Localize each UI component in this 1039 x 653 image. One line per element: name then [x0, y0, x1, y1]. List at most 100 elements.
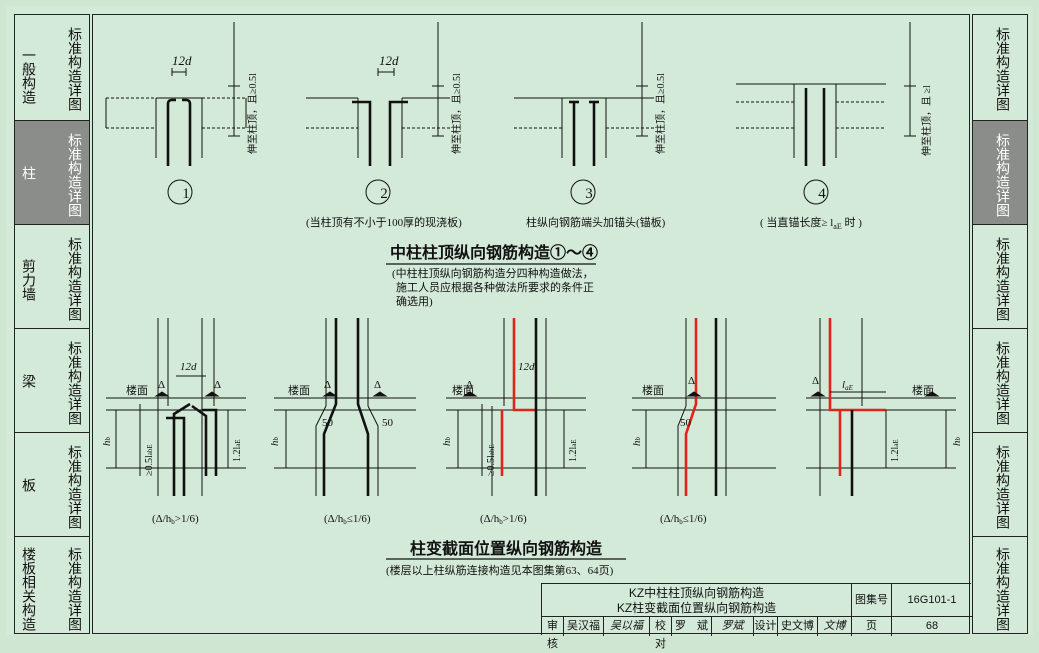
section-note-line: (中柱柱顶纵向钢筋构造分四种构造做法，	[392, 266, 594, 280]
check-label: 校对	[650, 617, 672, 650]
design-label: 设计	[754, 617, 778, 636]
delta-label: Δ	[158, 379, 165, 391]
ratio-caption: (Δ/hb≤1/6)	[660, 513, 707, 526]
delta-label: Δ	[812, 375, 819, 387]
dim-50: 50	[680, 417, 692, 429]
sidebar-tab-sub: 标准构造详图	[66, 547, 81, 631]
bottom-detail-d	[632, 318, 776, 496]
page-label: 页	[852, 617, 892, 636]
hb-label: hb	[101, 437, 113, 447]
dim-1-2-lae: 1.2laE	[568, 439, 579, 462]
right-tab-1[interactable]: 标准构造详图	[973, 15, 1027, 121]
top-detail-2	[306, 22, 450, 166]
delta-label: Δ	[466, 379, 473, 391]
drawing-frame	[92, 14, 970, 634]
reviewer-name: 吴汉福	[564, 617, 604, 636]
ratio-caption: (Δ/hb≤1/6)	[324, 513, 371, 526]
sidebar-tab-sub: 标准构造详图	[994, 133, 1009, 217]
sidebar-tab-sub: 标准构造详图	[994, 445, 1009, 529]
floor-label: 楼面	[126, 383, 148, 397]
hb-label: hb	[951, 437, 963, 447]
sidebar-tab-sub: 标准构造详图	[66, 445, 81, 529]
detail-number-1	[167, 179, 193, 205]
section-note-bottom: (楼层以上柱纵筋连接构造见本图集第63、64页)	[386, 563, 614, 577]
designer-name: 史文博	[778, 617, 818, 636]
sidebar-tab-sub: 标准构造详图	[994, 341, 1009, 425]
drawing-title: KZ中柱柱顶纵向钢筋构造 KZ柱变截面位置纵向钢筋构造	[542, 584, 852, 617]
ratio-caption: (Δ/hb>1/6)	[480, 513, 527, 526]
sidebar-tab-category: 梁	[20, 374, 35, 388]
right-tab-3[interactable]: 标准构造详图	[973, 225, 1027, 329]
sidebar-tab-slab[interactable]: 板 标准构造详图	[15, 433, 89, 537]
section-title-bottom: 柱变截面位置纵向钢筋构造	[410, 539, 603, 558]
sidebar-tab-sub: 标准构造详图	[994, 547, 1009, 631]
reinforcement-drawing: 12d 12d 1 2 3 4 (当柱顶有不小于100厚的现浇板) 柱纵向钢筋端…	[101, 22, 963, 577]
section-note-line: 施工人员应根据各种做法所要求的条件正	[396, 280, 594, 294]
sidebar-tab-sub: 标准构造详图	[66, 27, 81, 111]
sidebar-tab-column[interactable]: 柱 标准构造详图	[15, 121, 89, 225]
dim-50: 50	[382, 417, 394, 429]
hb-label: hb	[269, 437, 281, 447]
sidebar-tab-general[interactable]: 一般构造 标准构造详图	[15, 15, 89, 121]
sidebar-tab-category: 一般构造	[20, 48, 35, 104]
section-note-line: 确选用)	[396, 295, 433, 308]
dim-half-labe: ≥0.5labE	[486, 444, 497, 476]
checker-signature: 罗斌	[712, 617, 754, 636]
reviewer-signature: 吴以福	[604, 617, 650, 636]
right-tab-6[interactable]: 标准构造详图	[973, 537, 1027, 634]
dim-12d: 12d	[172, 53, 192, 68]
right-tab-2[interactable]: 标准构造详图	[973, 121, 1027, 225]
sidebar-tab-sub: 标准构造详图	[66, 237, 81, 321]
detail-number-label: 3	[585, 186, 593, 202]
sidebar-tab-shear-wall[interactable]: 剪力墙 标准构造详图	[15, 225, 89, 329]
title-block: KZ中柱柱顶纵向钢筋构造 KZ柱变截面位置纵向钢筋构造 图集号 16G101-1…	[541, 583, 972, 650]
right-tab-4[interactable]: 标准构造详图	[973, 329, 1027, 433]
floor-label: 楼面	[642, 383, 664, 397]
detail-number-4	[803, 179, 829, 205]
bottom-detail-c	[446, 318, 586, 496]
bottom-detail-a	[106, 318, 246, 496]
checker-name: 罗 斌	[672, 617, 712, 636]
dim-1-2-lae: 1.2laE	[890, 439, 901, 462]
sidebar-tab-sub: 标准构造详图	[66, 133, 81, 217]
sidebar-tab-slab-related[interactable]: 楼板相关构造 标准构造详图	[15, 537, 89, 634]
page-number: 68	[925, 620, 939, 632]
top-detail-4	[736, 22, 916, 166]
side-label: 伸至柱顶，且 ≥l	[920, 85, 933, 156]
side-label: 伸至柱顶，且≥0.5l	[654, 73, 667, 154]
dim-12d: 12d	[518, 361, 535, 373]
floor-label: 楼面	[288, 383, 310, 397]
detail-caption: ( 当直锚长度≥ laE 时 )	[760, 215, 862, 231]
dim-12d: 12d	[180, 361, 197, 373]
delta-label: Δ	[688, 375, 695, 387]
detail-caption: 柱纵向钢筋端头加锚头(锚板)	[526, 215, 666, 229]
detail-number-label: 4	[818, 186, 826, 202]
ratio-caption: (Δ/hb>1/6)	[152, 513, 199, 526]
sidebar-tab-category: 柱	[20, 166, 35, 180]
floor-label: 楼面	[452, 383, 474, 397]
delta-label: Δ	[374, 379, 381, 391]
sidebar-tab-category: 楼板相关构造	[20, 547, 35, 631]
sidebar-tab-sub: 标准构造详图	[994, 237, 1009, 321]
atlas-number: 16G101-1	[892, 584, 972, 617]
dim-1-2-lae: 1.2laE	[232, 439, 243, 462]
dim-lae: laE	[842, 379, 854, 392]
dim-12d: 12d	[379, 53, 399, 68]
floor-label: 楼面	[912, 383, 934, 397]
bottom-detail-b	[274, 318, 416, 496]
top-detail-3	[514, 22, 654, 166]
detail-number-2	[365, 179, 391, 205]
hb-label: hb	[631, 437, 643, 447]
atlas-label: 图集号	[852, 584, 892, 617]
drawing-title-line-2: KZ柱变截面位置纵向钢筋构造	[616, 601, 777, 615]
delta-label: Δ	[214, 379, 221, 391]
dim-half-labe: ≥0.5labE	[144, 444, 155, 476]
detail-number-label: 1	[182, 186, 190, 202]
sidebar-tab-beam[interactable]: 梁 标准构造详图	[15, 329, 89, 433]
designer-signature: 文博	[818, 617, 852, 636]
right-tab-5[interactable]: 标准构造详图	[973, 433, 1027, 537]
top-detail-1	[105, 22, 247, 166]
left-category-sidebar: 一般构造 标准构造详图 柱 标准构造详图 剪力墙 标准构造详图 梁 标准构造详图…	[14, 14, 90, 634]
bottom-detail-e	[806, 318, 956, 496]
sidebar-tab-sub: 标准构造详图	[66, 341, 81, 425]
